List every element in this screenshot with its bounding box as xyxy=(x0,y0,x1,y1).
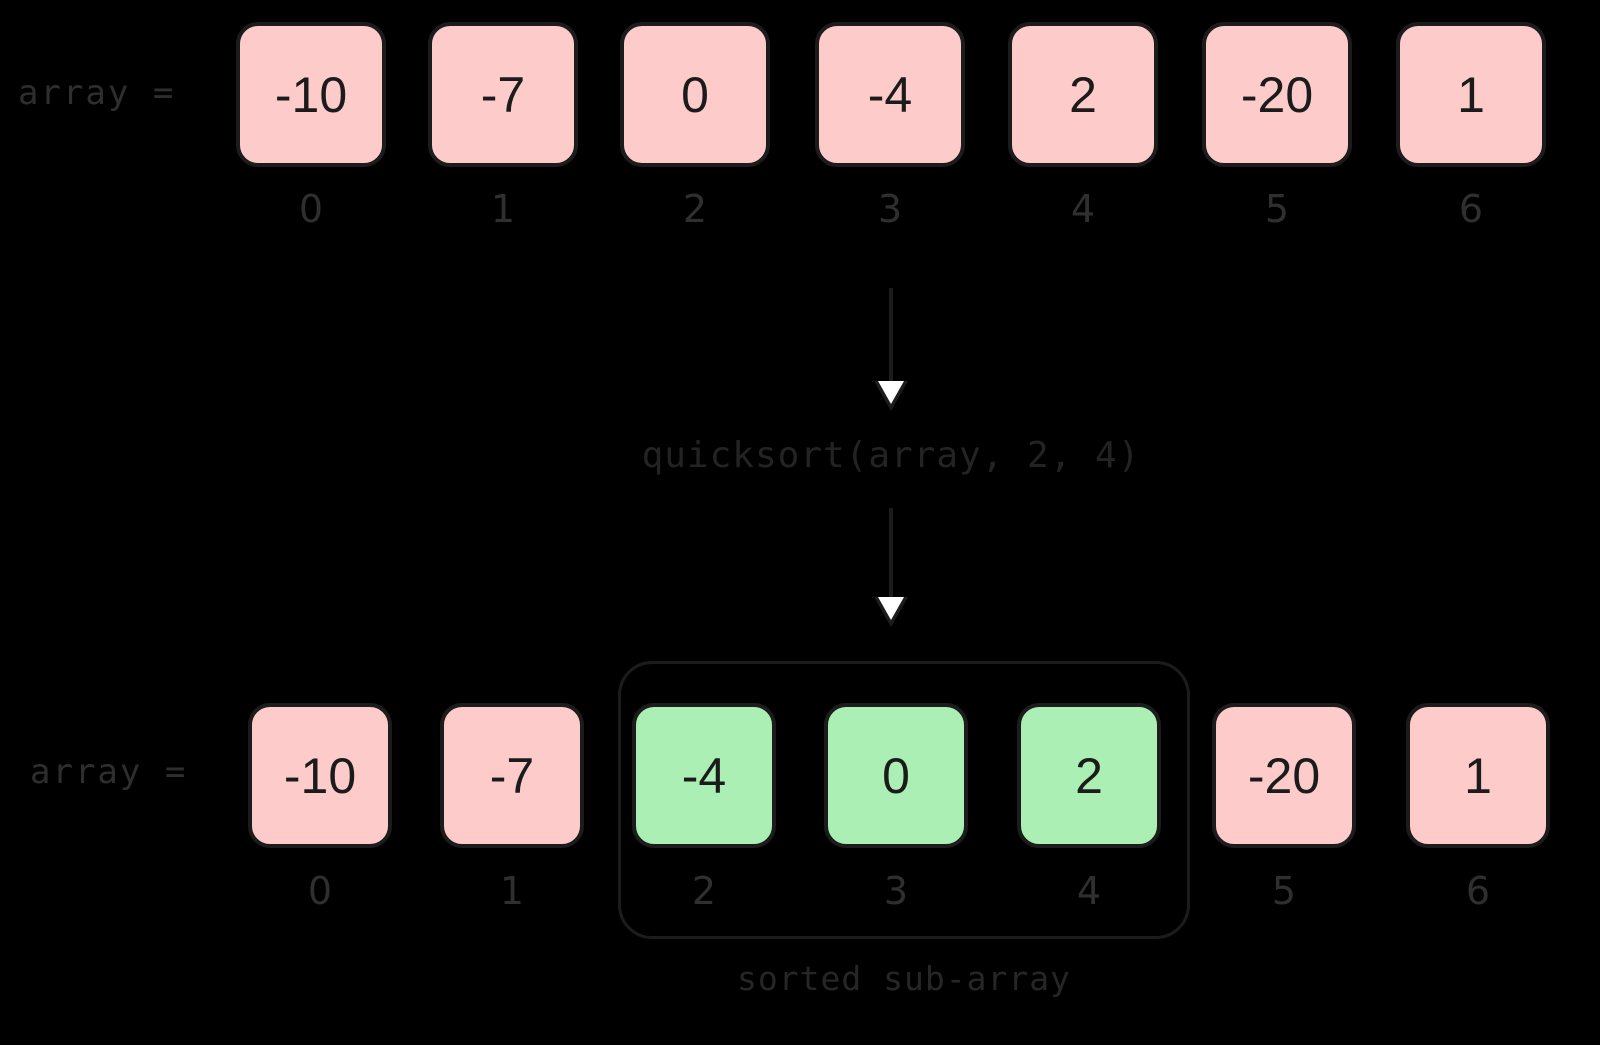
array-index-bottom-2: 2 xyxy=(691,869,717,913)
array-cell-bottom-3: 0 xyxy=(824,703,968,848)
array-cell-value: -20 xyxy=(1240,66,1314,123)
array-index-bottom-0: 0 xyxy=(307,869,333,913)
array-index-bottom-4: 4 xyxy=(1076,869,1102,913)
array-cell-value: 1 xyxy=(1464,747,1492,804)
sorted-subarray-group xyxy=(618,661,1190,939)
array-index-top-5: 5 xyxy=(1264,187,1290,231)
array-cell-top-3: -4 xyxy=(815,22,965,167)
array-cell-top-0: -10 xyxy=(236,22,386,167)
array-cell-value: 0 xyxy=(681,66,709,123)
array-index-top-1: 1 xyxy=(490,187,516,231)
array-cell-value: -4 xyxy=(681,747,727,804)
array-cell-top-4: 2 xyxy=(1008,22,1158,167)
array-cell-bottom-2: -4 xyxy=(632,703,776,848)
array-cell-value: 2 xyxy=(1075,747,1103,804)
array-cell-value: -10 xyxy=(283,747,357,804)
array-cell-value: -7 xyxy=(480,66,526,123)
array-cell-value: 2 xyxy=(1069,66,1097,123)
arrow-shaft-upper xyxy=(889,288,893,384)
array-cell-top-2: 0 xyxy=(620,22,770,167)
sorted-subarray-caption: sorted sub-array xyxy=(737,959,1071,998)
array-index-top-6: 6 xyxy=(1458,187,1484,231)
array-cell-top-1: -7 xyxy=(428,22,578,167)
array-cell-bottom-0: -10 xyxy=(248,703,392,848)
array-index-bottom-5: 5 xyxy=(1271,869,1297,913)
array-index-top-0: 0 xyxy=(298,187,324,231)
quicksort-call-label: quicksort(array, 2, 4) xyxy=(641,435,1141,476)
array-index-top-3: 3 xyxy=(877,187,903,231)
bottom-row-array-label: array = xyxy=(30,752,188,792)
array-index-top-4: 4 xyxy=(1070,187,1096,231)
array-cell-bottom-6: 1 xyxy=(1406,703,1550,848)
array-cell-top-6: 1 xyxy=(1396,22,1546,167)
array-index-top-2: 2 xyxy=(682,187,708,231)
array-cell-value: 0 xyxy=(882,747,910,804)
array-cell-bottom-5: -20 xyxy=(1212,703,1356,848)
arrow-shaft-lower xyxy=(889,508,893,600)
array-cell-value: -4 xyxy=(867,66,913,123)
array-cell-bottom-4: 2 xyxy=(1017,703,1161,848)
array-cell-value: -10 xyxy=(274,66,348,123)
array-cell-value: -7 xyxy=(489,747,535,804)
top-row-array-label: array = xyxy=(18,73,176,113)
array-index-bottom-1: 1 xyxy=(499,869,525,913)
array-index-bottom-6: 6 xyxy=(1465,869,1491,913)
array-cell-bottom-1: -7 xyxy=(440,703,584,848)
array-cell-top-5: -20 xyxy=(1202,22,1352,167)
array-index-bottom-3: 3 xyxy=(883,869,909,913)
array-cell-value: -20 xyxy=(1247,747,1321,804)
array-cell-value: 1 xyxy=(1457,66,1485,123)
